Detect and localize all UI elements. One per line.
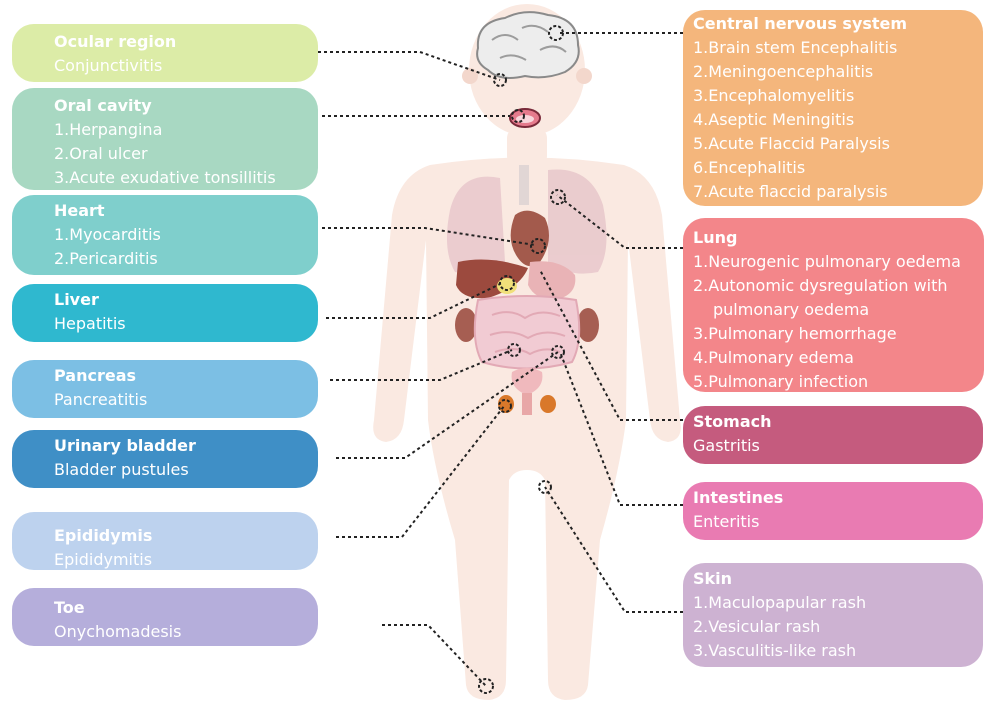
box-title: Urinary bladder (54, 434, 196, 458)
box-title: Ocular region (54, 30, 176, 54)
box-oral-cavity: Oral cavity 1.Herpangina 2.Oral ulcer 3.… (12, 88, 318, 190)
box-item: Epididymitis (54, 548, 152, 570)
box-items: Conjunctivitis (54, 54, 162, 78)
box-title: Skin (693, 567, 732, 591)
box-liver: Liver Hepatitis (12, 284, 318, 342)
box-item: 5.Acute Flaccid Paralysis (693, 132, 897, 156)
box-item: 1.Maculopapular rash (693, 591, 866, 615)
box-item: 4.Pulmonary edema (693, 346, 961, 370)
box-epididymis: Epididymis Epididymitis (12, 512, 318, 570)
box-item: Bladder pustules (54, 458, 189, 482)
box-item: pulmonary oedema (693, 298, 961, 322)
box-item: Conjunctivitis (54, 54, 162, 78)
box-item: Gastritis (693, 434, 760, 458)
box-items: Bladder pustules (54, 458, 189, 482)
box-central-nervous-system: Central nervous system 1.Brain stem Ence… (683, 10, 983, 206)
box-title: Oral cavity (54, 94, 152, 118)
box-items: Hepatitis (54, 312, 126, 336)
box-title: Pancreas (54, 364, 136, 388)
box-ocular: Ocular region Conjunctivitis (12, 24, 318, 82)
box-items: 1.Brain stem Encephalitis 2.Meningoencep… (693, 36, 897, 204)
box-item: 2.Pericarditis (54, 247, 161, 271)
box-item: 1.Herpangina (54, 118, 276, 142)
intestines-icon (475, 296, 579, 369)
box-title: Central nervous system (693, 12, 907, 36)
kidney-right-icon (577, 308, 599, 342)
box-item: 2.Meningoencephalitis (693, 60, 897, 84)
box-title: Lung (693, 226, 737, 250)
box-item: 1.Brain stem Encephalitis (693, 36, 897, 60)
box-item: Enteritis (693, 510, 759, 534)
box-item: 1.Neurogenic pulmonary oedema (693, 250, 961, 274)
box-skin: Skin 1.Maculopapular rash 2.Vesicular ra… (683, 563, 983, 667)
box-item: Hepatitis (54, 312, 126, 336)
box-items: 1.Myocarditis 2.Pericarditis (54, 223, 161, 271)
box-title: Liver (54, 288, 99, 312)
brain-icon (477, 12, 579, 78)
box-item: Pancreatitis (54, 388, 147, 412)
box-items: Onychomadesis (54, 620, 181, 644)
box-items: Epididymitis (54, 548, 152, 570)
box-pancreas: Pancreas Pancreatitis (12, 360, 318, 418)
box-stomach: Stomach Gastritis (683, 406, 983, 464)
box-title: Epididymis (54, 524, 152, 548)
box-item: 2.Vesicular rash (693, 615, 866, 639)
box-items: 1.Herpangina 2.Oral ulcer 3.Acute exudat… (54, 118, 276, 190)
box-heart: Heart 1.Myocarditis 2.Pericarditis (12, 195, 318, 275)
box-items: 1.Neurogenic pulmonary oedema 2.Autonomi… (693, 250, 961, 392)
box-lung: Lung 1.Neurogenic pulmonary oedema 2.Aut… (683, 218, 984, 392)
box-items: Pancreatitis (54, 388, 147, 412)
box-title: Toe (54, 596, 85, 620)
box-intestines: Intestines Enteritis (683, 482, 983, 540)
box-title: Intestines (693, 486, 783, 510)
box-item: 1.Myocarditis (54, 223, 161, 247)
box-item: 3.Pulmonary hemorrhage (693, 322, 961, 346)
box-item: 3.Acute exudative tonsillitis (54, 166, 276, 190)
box-items: 1.Maculopapular rash 2.Vesicular rash 3.… (693, 591, 866, 663)
box-items: Enteritis (693, 510, 759, 534)
box-title: Stomach (693, 410, 772, 434)
box-item: 7.Acute flaccid paralysis (693, 180, 897, 204)
box-item: 5.Pulmonary infection (693, 370, 961, 392)
box-item: 2.Autonomic dysregulation with (693, 274, 961, 298)
kidney-left-icon (455, 308, 477, 342)
box-item: 2.Oral ulcer (54, 142, 276, 166)
box-item: 3.Vasculitis-like rash (693, 639, 866, 663)
box-item: 4.Aseptic Meningitis (693, 108, 897, 132)
mouth-icon (510, 109, 540, 127)
box-items: Gastritis (693, 434, 760, 458)
box-toe: Toe Onychomadesis (12, 588, 318, 646)
box-item: Onychomadesis (54, 620, 181, 644)
box-item: 3.Encephalomyelitis (693, 84, 897, 108)
box-item: 6.Encephalitis (693, 156, 897, 180)
box-urinary-bladder: Urinary bladder Bladder pustules (12, 430, 318, 488)
box-title: Heart (54, 199, 105, 223)
